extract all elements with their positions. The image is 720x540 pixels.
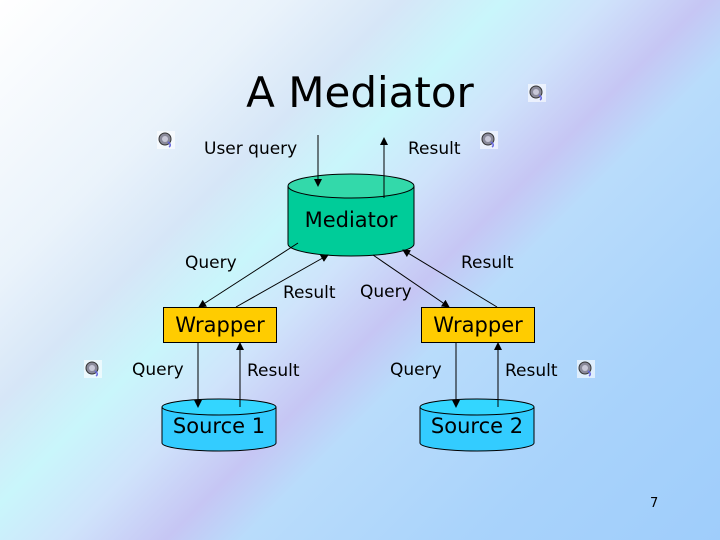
label-med-result-left: Result: [283, 283, 336, 303]
page-number: 7: [650, 496, 659, 511]
arrow-med-result-left: [235, 254, 329, 308]
label-src2-query: Query: [390, 360, 442, 380]
label-user-query: User query: [204, 139, 298, 159]
wrapper-left-box[interactable]: Wrapper: [163, 307, 277, 343]
speaker-icon[interactable]: [577, 360, 595, 378]
label-med-query-left: Query: [185, 253, 237, 273]
label-user-result: Result: [408, 139, 461, 159]
mediator-cylinder[interactable]: [287, 173, 415, 257]
arrow-med-query-left: [198, 242, 299, 308]
label-src1-result: Result: [247, 361, 300, 381]
source1-label: Source 1: [172, 414, 266, 438]
arrow-med-result-right: [402, 249, 498, 308]
speaker-icon[interactable]: [528, 84, 546, 102]
source2-label: Source 2: [430, 414, 524, 438]
arrow-med-query-right: [372, 254, 450, 308]
speaker-icon[interactable]: [84, 360, 102, 378]
speaker-icon[interactable]: [480, 131, 498, 149]
label-med-query-right: Query: [360, 282, 412, 302]
slide-title: A Mediator: [246, 68, 474, 117]
label-src1-query: Query: [132, 360, 184, 380]
wrapper-right-box[interactable]: Wrapper: [421, 307, 535, 343]
mediator-label: Mediator: [304, 208, 398, 232]
source1-cylinder[interactable]: [161, 398, 277, 452]
speaker-icon[interactable]: [157, 131, 175, 149]
label-med-result-right: Result: [461, 253, 514, 273]
label-src2-result: Result: [505, 361, 558, 381]
source2-cylinder[interactable]: [419, 398, 535, 452]
